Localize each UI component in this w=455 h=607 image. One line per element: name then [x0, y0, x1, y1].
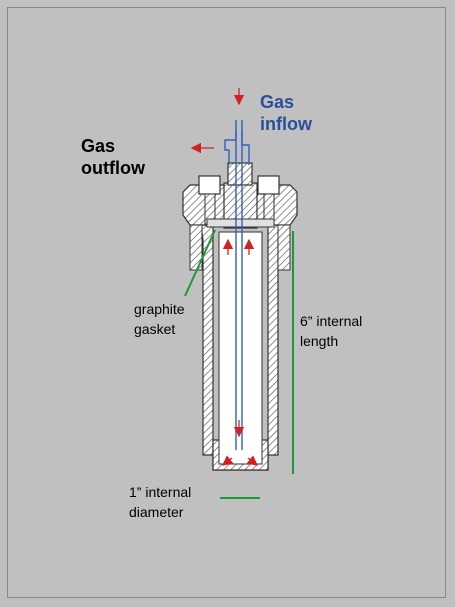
right-bolt — [257, 175, 280, 195]
internal-diameter-label: 1” internal diameter — [129, 482, 191, 522]
gas-inflow-label: Gas inflow — [260, 91, 312, 135]
inner-bore — [218, 231, 263, 465]
graphite-gasket-shape — [206, 218, 275, 228]
internal-diameter-line-1: 1” internal — [129, 484, 192, 500]
diag-arrow-right — [246, 455, 259, 466]
outflow-tube-2 — [241, 130, 250, 165]
gas-outflow-line-2: outflow — [81, 158, 145, 178]
top-fitting — [227, 162, 253, 186]
right-thread — [277, 224, 291, 271]
gas-tubes — [224, 120, 250, 450]
internal-length-line-2: length — [300, 333, 339, 349]
left-bolt — [198, 175, 221, 195]
gas-outflow-label: Gas outflow — [81, 135, 145, 179]
diag-arrow-left — [221, 455, 234, 466]
gas-inflow-line-2: inflow — [260, 114, 312, 134]
internal-length-line-1: 6” internal — [300, 313, 363, 329]
internal-diameter-line-2: diameter — [129, 504, 184, 520]
graphite-gasket-label: graphite gasket — [134, 299, 185, 339]
graphite-gasket-line-2: gasket — [134, 321, 176, 337]
internal-length-label: 6” internal length — [300, 311, 362, 351]
gas-inflow-line-1: Gas — [260, 92, 295, 112]
dimension-markers — [184, 229, 294, 499]
flow-arrows — [190, 88, 259, 466]
outflow-tube — [224, 130, 237, 165]
diagram-frame — [7, 7, 446, 598]
gas-outflow-line-1: Gas — [81, 136, 116, 156]
gasket-leader-line — [184, 229, 216, 297]
reactor-body — [182, 162, 298, 471]
graphite-gasket-line-1: graphite — [134, 301, 185, 317]
